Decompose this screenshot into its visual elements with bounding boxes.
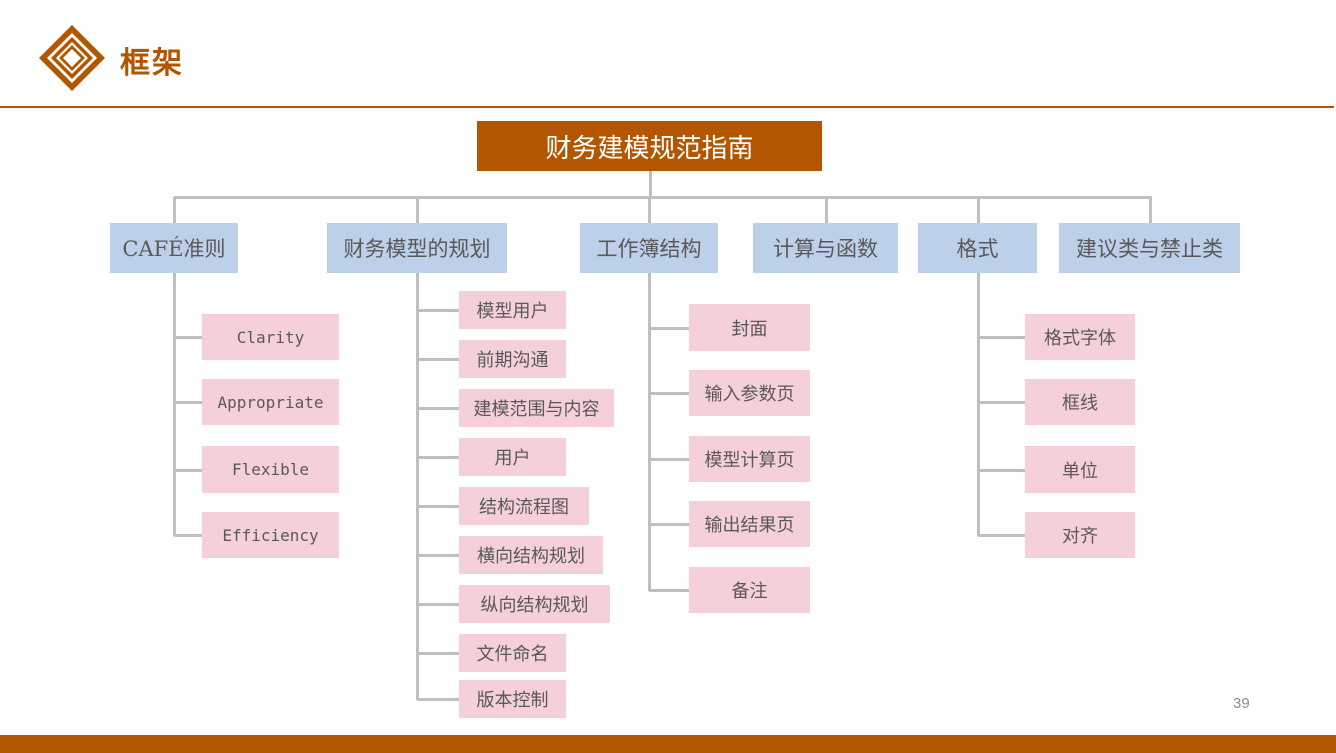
leaf-node: 版本控制 [459, 680, 566, 718]
leaf-node: 输出结果页 [689, 501, 810, 547]
connector [649, 458, 689, 461]
leaf-node: 输入参数页 [689, 370, 810, 416]
footer-bar [0, 735, 1336, 753]
connector [417, 603, 459, 606]
category-node: 工作簿结构 [580, 223, 718, 273]
page-number: 39 [1233, 695, 1250, 712]
category-node: 建议类与禁止类 [1059, 223, 1240, 273]
leaf-node: Efficiency [202, 512, 339, 558]
leaf-node: 框线 [1025, 379, 1135, 425]
connector [978, 336, 1025, 339]
connector [174, 401, 202, 404]
connector [174, 336, 202, 339]
connector [174, 196, 1152, 199]
connector [174, 534, 202, 537]
leaf-node: Flexible [202, 446, 339, 493]
connector [417, 698, 459, 701]
root-node: 财务建模规范指南 [477, 121, 822, 171]
category-node: 计算与函数 [753, 223, 898, 273]
connector [417, 358, 459, 361]
connector [649, 589, 689, 592]
leaf-node: 横向结构规划 [459, 536, 603, 574]
connector [825, 197, 828, 223]
logo-diamond-icon [37, 23, 107, 93]
connector [978, 469, 1025, 472]
leaf-node: 模型计算页 [689, 436, 810, 482]
category-node: 财务模型的规划 [327, 223, 507, 273]
leaf-node: Appropriate [202, 379, 339, 425]
connector [977, 197, 980, 223]
connector [649, 327, 689, 330]
leaf-node: 前期沟通 [459, 340, 566, 378]
connector [417, 505, 459, 508]
page-title: 框架 [120, 46, 184, 81]
connector [173, 273, 176, 536]
header-divider [0, 106, 1334, 108]
connector [648, 273, 651, 591]
connector [977, 273, 980, 536]
leaf-node: 对齐 [1025, 512, 1135, 558]
connector [649, 392, 689, 395]
leaf-node: 纵向结构规划 [459, 585, 610, 623]
connector [417, 554, 459, 557]
connector [174, 469, 202, 472]
leaf-node: 建模范围与内容 [459, 389, 614, 427]
connector [173, 197, 176, 223]
leaf-node: 封面 [689, 304, 810, 351]
connector [417, 309, 459, 312]
connector [417, 456, 459, 459]
leaf-node: Clarity [202, 314, 339, 360]
category-node: 格式 [918, 223, 1037, 273]
category-node: CAFÉ准则 [110, 223, 238, 273]
connector [417, 407, 459, 410]
connector [649, 523, 689, 526]
connector [416, 197, 419, 223]
leaf-node: 单位 [1025, 446, 1135, 493]
connector [417, 652, 459, 655]
leaf-node: 模型用户 [459, 291, 566, 329]
connector [649, 171, 652, 198]
leaf-node: 用户 [459, 438, 566, 476]
connector [978, 401, 1025, 404]
connector [416, 273, 419, 700]
connector [1149, 197, 1152, 223]
leaf-node: 备注 [689, 567, 810, 613]
leaf-node: 文件命名 [459, 634, 566, 672]
connector [648, 197, 651, 223]
connector [978, 534, 1025, 537]
leaf-node: 格式字体 [1025, 314, 1135, 360]
leaf-node: 结构流程图 [459, 487, 589, 525]
